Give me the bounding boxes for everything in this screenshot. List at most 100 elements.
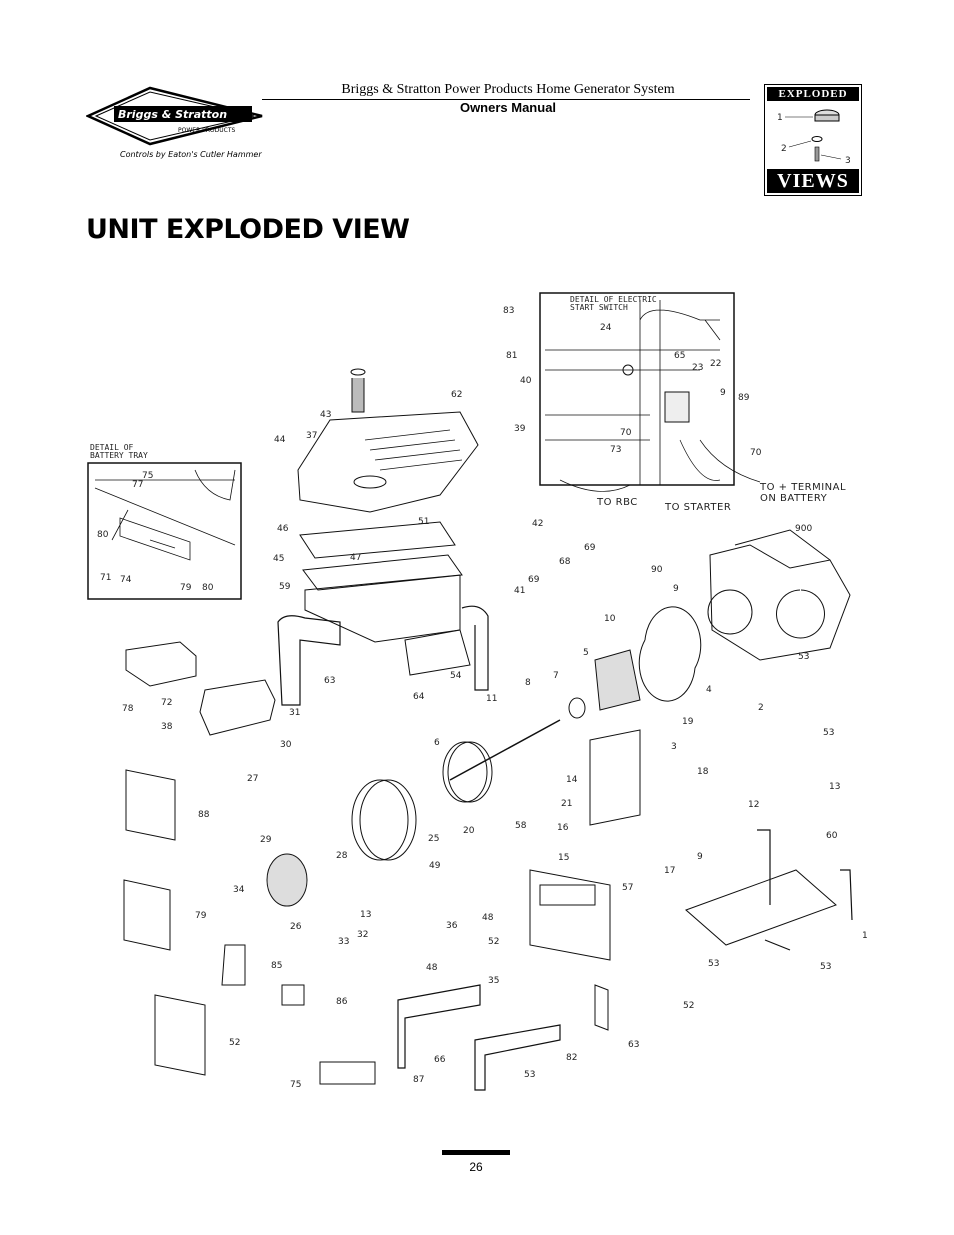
header-title: Briggs & Stratton Power Products Home Ge… [341, 82, 675, 97]
briggs-stratton-logo: Briggs & Stratton POWER PRODUCTS [84, 86, 266, 168]
part-callout-53: 53 [524, 1070, 535, 1080]
part-callout-73: 73 [610, 445, 621, 455]
to-terminal-label-2: ON BATTERY [760, 493, 828, 504]
part-callout-10: 10 [604, 614, 616, 624]
part-callout-6: 6 [434, 738, 440, 748]
part-callout-53: 53 [798, 652, 809, 662]
badge-callout-3: 3 [845, 156, 851, 166]
part-callout-8: 8 [525, 678, 531, 688]
badge-illustration: 1 2 3 [777, 109, 851, 166]
part-callout-72: 72 [161, 698, 172, 708]
part-callout-3: 3 [671, 742, 677, 752]
part-callout-29: 29 [260, 835, 272, 845]
part-callout-69: 69 [528, 575, 540, 585]
part-callout-15: 15 [558, 853, 569, 863]
part-callout-75: 75 [290, 1080, 301, 1090]
part-callout-2: 2 [758, 703, 764, 713]
part-callout-75: 75 [142, 471, 153, 481]
part-callout-88: 88 [198, 810, 210, 820]
part-callout-16: 16 [557, 823, 569, 833]
part-callout-57: 57 [622, 883, 633, 893]
part-callout-31: 31 [289, 708, 300, 718]
battery-tray-inset-frame [87, 462, 242, 600]
part-callout-13: 13 [360, 910, 371, 920]
part-callout-65: 65 [674, 351, 685, 361]
exploded-views-badge: EXPLODED 1 2 3 VIEWS [764, 84, 862, 196]
part-callout-9: 9 [720, 388, 726, 398]
page-heading: UNIT EXPLODED VIEW [86, 214, 410, 245]
part-callout-21: 21 [561, 799, 572, 809]
part-callout-63: 63 [324, 676, 335, 686]
part-callout-79: 79 [195, 911, 207, 921]
badge-callout-1: 1 [777, 113, 783, 123]
part-callout-54: 54 [450, 671, 462, 681]
part-callout-24: 24 [600, 323, 612, 333]
part-callout-78: 78 [122, 704, 134, 714]
part-callout-40: 40 [520, 376, 532, 386]
part-callout-35: 35 [488, 976, 499, 986]
part-callout-62: 62 [451, 390, 462, 400]
part-callout-69: 69 [584, 543, 596, 553]
part-callout-37: 37 [306, 431, 317, 441]
part-callout-30: 30 [280, 740, 292, 750]
part-callout-79: 79 [180, 583, 192, 593]
part-callout-9: 9 [673, 584, 679, 594]
part-callout-51: 51 [418, 517, 429, 527]
header-subtitle: Owners Manual [459, 100, 557, 115]
part-callout-19: 19 [682, 717, 694, 727]
logo-tagline: Controls by Eaton's Cutler Hammer [120, 150, 262, 159]
battery-tray-caption-2: BATTERY TRAY [90, 451, 148, 460]
to-starter-label: TO STARTER [664, 502, 731, 513]
logo-sub-text: POWER PRODUCTS [178, 127, 236, 134]
part-callout-81: 81 [506, 351, 517, 361]
part-callout-9: 9 [697, 852, 703, 862]
part-callout-70: 70 [750, 448, 762, 458]
part-callout-80: 80 [97, 530, 109, 540]
part-callout-71: 71 [100, 573, 111, 583]
part-callout-64: 64 [413, 692, 425, 702]
part-callout-26: 26 [290, 922, 302, 932]
part-callout-46: 46 [277, 524, 289, 534]
start-switch-inset-frame [539, 292, 735, 486]
to-rbc-label: TO RBC [596, 497, 638, 508]
part-callout-68: 68 [559, 557, 571, 567]
part-callout-80: 80 [202, 583, 214, 593]
page-number-bar [442, 1150, 510, 1155]
part-callout-59: 59 [279, 582, 291, 592]
part-callout-63: 63 [628, 1040, 639, 1050]
part-callout-43: 43 [320, 410, 331, 420]
part-callout-32: 32 [357, 930, 368, 940]
part-callout-42: 42 [532, 519, 543, 529]
badge-top-word: EXPLODED [767, 87, 859, 101]
part-callout-7: 7 [553, 671, 559, 681]
part-callout-5: 5 [583, 648, 589, 658]
page-number: 26 [469, 1160, 483, 1174]
part-callout-70: 70 [620, 428, 632, 438]
start-switch-caption-2: START SWITCH [570, 303, 628, 312]
to-terminal-label-1: TO + TERMINAL [759, 482, 846, 493]
part-callout-900: 900 [795, 524, 812, 534]
logo-brand-text: Briggs & Stratton [118, 108, 227, 121]
part-callout-18: 18 [697, 767, 709, 777]
part-callout-33: 33 [338, 937, 349, 947]
part-callout-86: 86 [336, 997, 348, 1007]
part-callout-52: 52 [488, 937, 499, 947]
part-callout-39: 39 [514, 424, 526, 434]
part-callout-38: 38 [161, 722, 173, 732]
part-callout-53: 53 [708, 959, 719, 969]
part-callout-28: 28 [336, 851, 348, 861]
part-callout-36: 36 [446, 921, 458, 931]
badge-bottom-word: VIEWS [767, 169, 859, 193]
part-callout-11: 11 [486, 694, 497, 704]
part-callout-14: 14 [566, 775, 578, 785]
part-callout-27: 27 [247, 774, 258, 784]
part-callout-12: 12 [748, 800, 759, 810]
part-callout-87: 87 [413, 1075, 424, 1085]
part-callout-90: 90 [651, 565, 663, 575]
start-switch-caption-1: DETAIL OF ELECTRIC [570, 295, 657, 304]
part-callout-53: 53 [823, 728, 834, 738]
part-callout-74: 74 [120, 575, 132, 585]
part-callout-66: 66 [434, 1055, 446, 1065]
part-callout-52: 52 [683, 1001, 694, 1011]
part-callout-44: 44 [274, 435, 286, 445]
